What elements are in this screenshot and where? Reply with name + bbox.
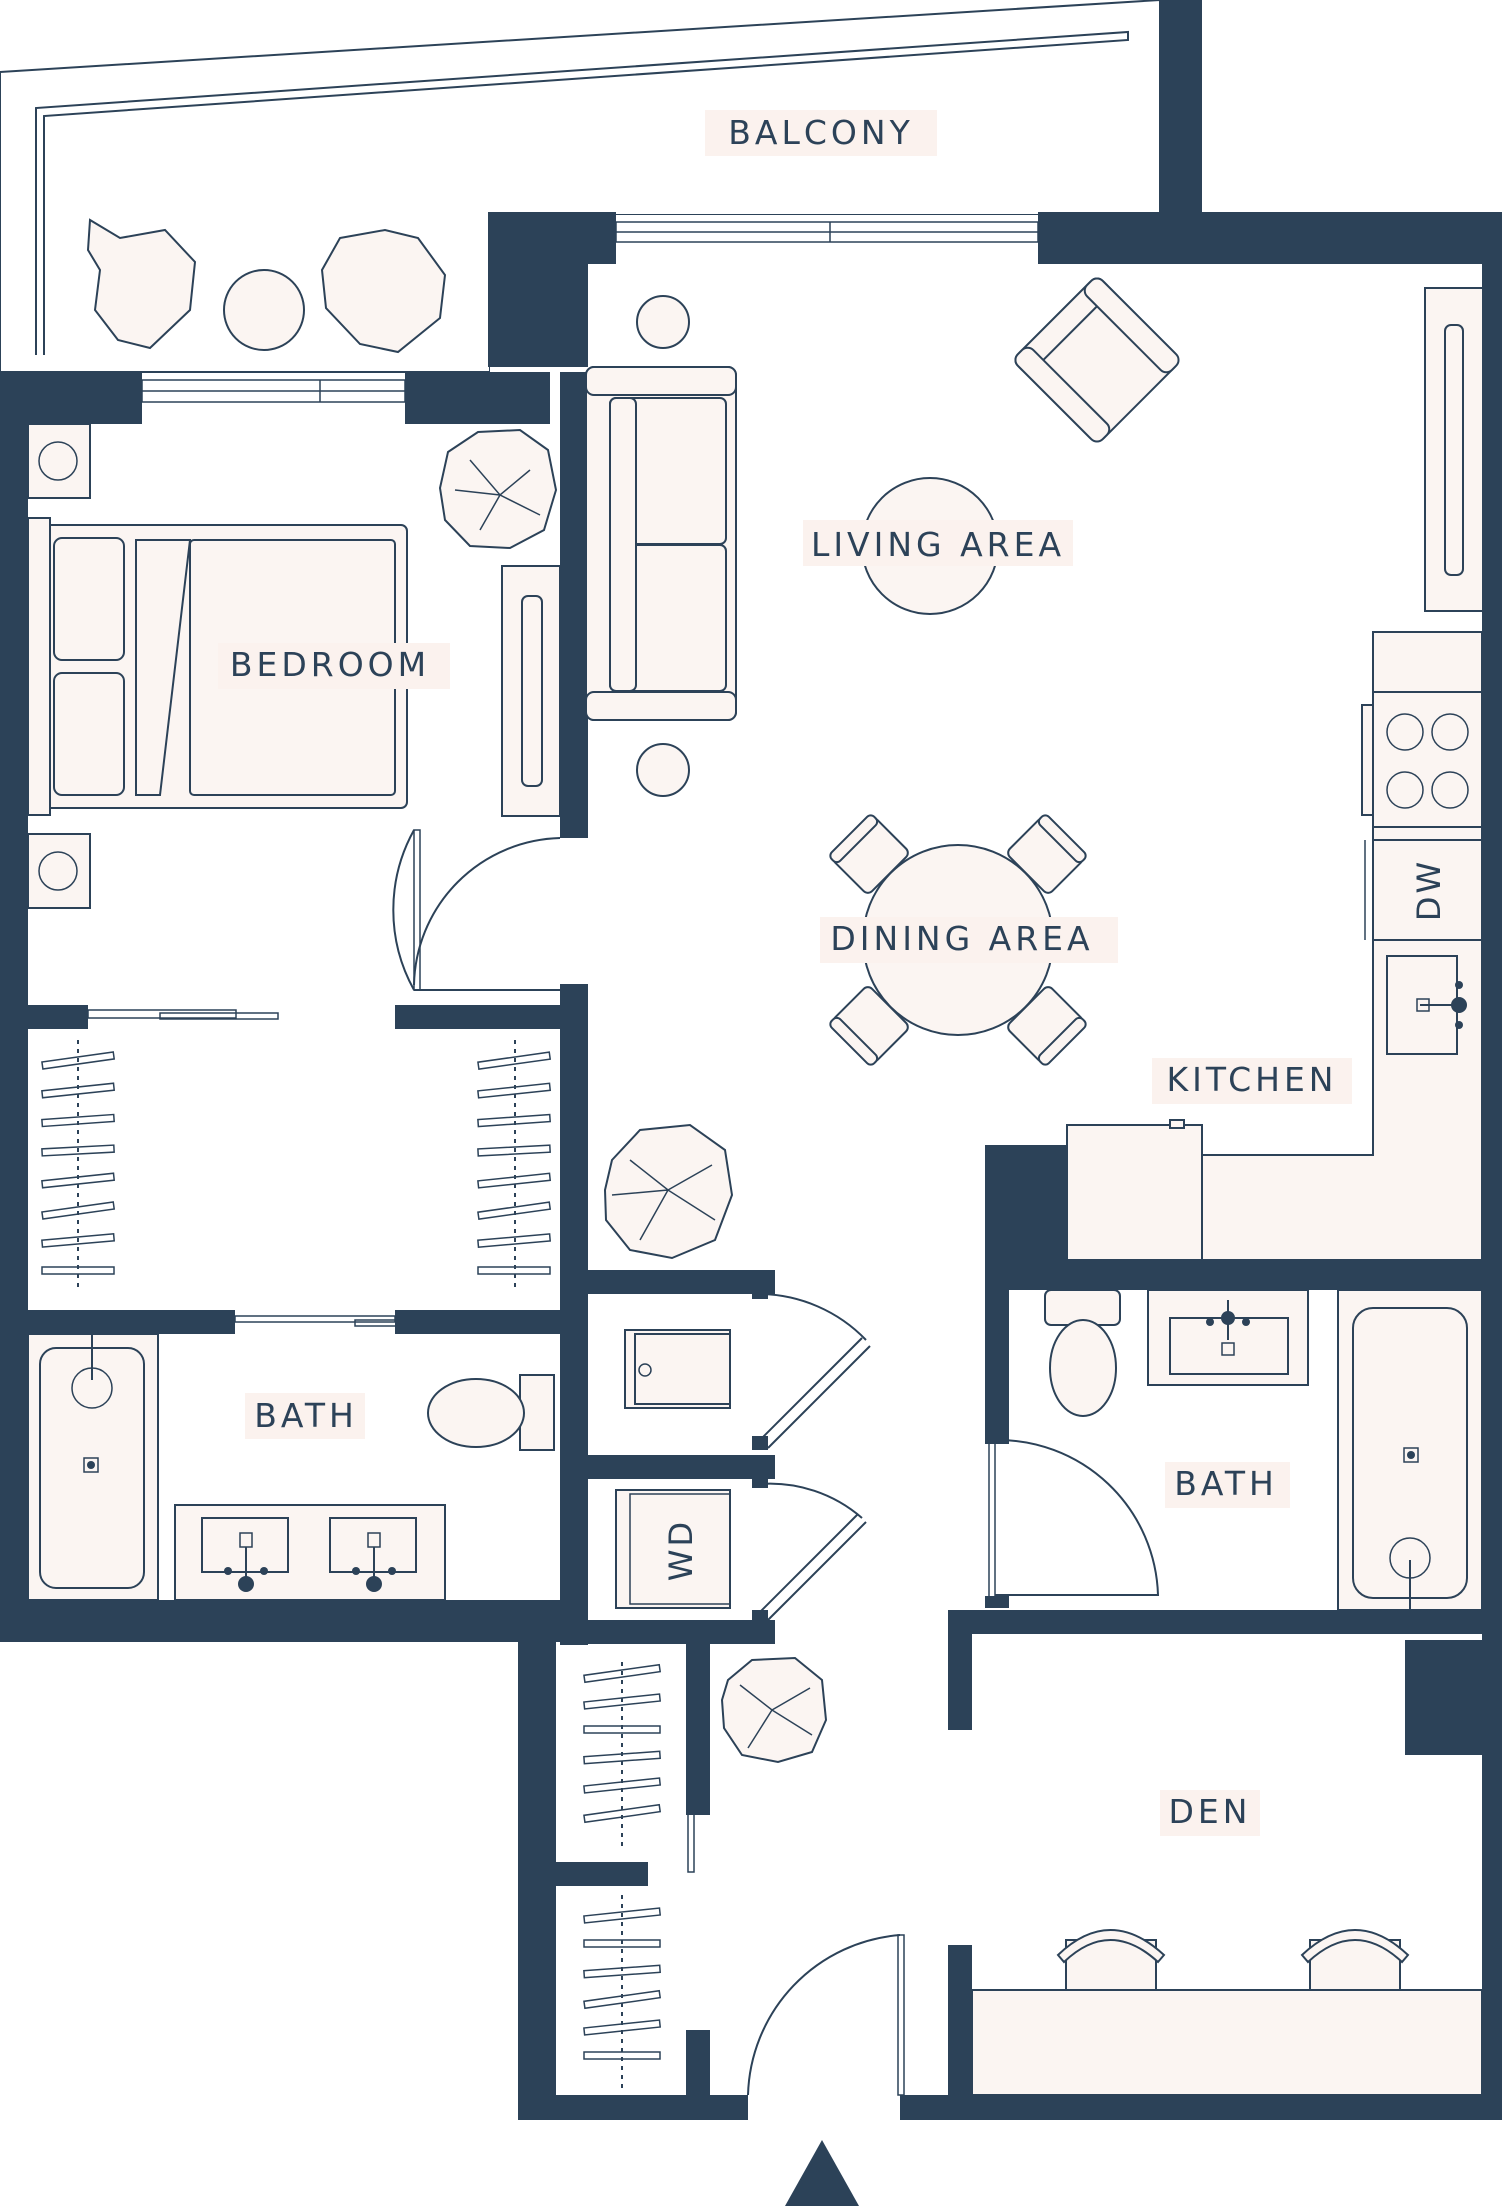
bath-right-door[interactable] (985, 1432, 1160, 1608)
entry-door[interactable] (736, 1934, 912, 2120)
vanity-right (1147, 1289, 1309, 1386)
bedroom-closet (41, 1009, 556, 1327)
bathtub-right (1337, 1289, 1483, 1611)
bedroom (27, 423, 561, 909)
plant-bedroom (438, 428, 558, 550)
living-area (585, 277, 1484, 797)
laundry (615, 1285, 871, 1624)
utility-door[interactable] (752, 1285, 871, 1450)
plant-hall (603, 1123, 734, 1260)
lower-closets (583, 1656, 828, 2090)
kitchen-island-end (1066, 1124, 1203, 1261)
dining-chair (829, 986, 909, 1066)
bath-left (27, 1333, 555, 1601)
dresser (501, 565, 561, 817)
balcony (0, 0, 1161, 373)
balcony-chair-right (320, 228, 447, 354)
side-table-bottom (636, 743, 690, 797)
nightstand-top (27, 423, 91, 499)
den-chair (1300, 1929, 1410, 1991)
room-labels: BALCONY LIVING AREA BEDROOM DINING AREA … (218, 110, 1448, 1836)
bath-right-label: BATH (1174, 1464, 1278, 1503)
kitchen (1066, 631, 1483, 1261)
side-table-top (636, 295, 690, 349)
den-chair (1056, 1929, 1166, 1991)
walls (0, 0, 1502, 2120)
balcony-label: BALCONY (728, 113, 913, 152)
desk (971, 1989, 1483, 2096)
bed (27, 517, 408, 816)
balcony-chair-left (86, 218, 197, 350)
bath-left-label: BATH (254, 1396, 358, 1435)
bath-right (985, 1289, 1483, 1611)
toilet-left (427, 1374, 555, 1451)
bedroom-door[interactable] (392, 826, 588, 996)
dining-chair (1007, 814, 1087, 894)
dining-area (603, 814, 1087, 1260)
laundry-door[interactable] (752, 1474, 867, 1624)
washer-dryer-label: WD (662, 1519, 700, 1581)
armchair (1014, 277, 1180, 443)
dining-chair (1007, 986, 1087, 1066)
sofa (585, 366, 737, 721)
kitchen-label: KITCHEN (1167, 1060, 1338, 1099)
balcony-table (223, 269, 305, 351)
den-label: DEN (1169, 1792, 1252, 1831)
entry-arrow-icon (785, 2140, 859, 2206)
toilet-right (1044, 1289, 1121, 1417)
kitchen-sink (1386, 955, 1467, 1055)
den (971, 1929, 1483, 2096)
dining-chair (829, 814, 909, 894)
dishwasher (1364, 839, 1483, 941)
water-heater (624, 1329, 731, 1409)
windows (141, 221, 1039, 403)
stove (1361, 691, 1483, 828)
vanity-left (174, 1504, 446, 1601)
dishwasher-label: DW (1410, 859, 1448, 921)
tv-console (1424, 287, 1484, 612)
plant-entry (720, 1656, 828, 1764)
dining-area-label: DINING AREA (830, 919, 1093, 958)
bedroom-label: BEDROOM (230, 645, 430, 684)
nightstand-bottom (27, 833, 91, 909)
living-area-label: LIVING AREA (811, 525, 1065, 564)
